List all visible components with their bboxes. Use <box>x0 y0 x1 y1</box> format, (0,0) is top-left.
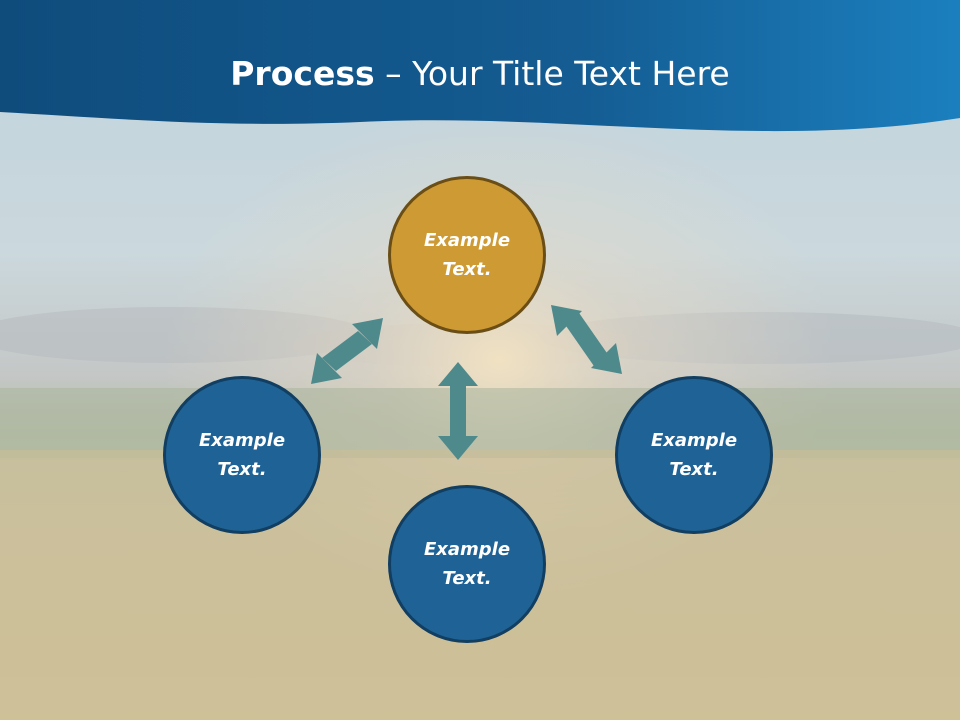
title-rest-text: – Your Title Text Here <box>374 54 730 93</box>
arrow-center-vertical <box>438 362 478 460</box>
node-top: Example Text. <box>388 176 546 334</box>
node-right-label: Example Text. <box>650 430 738 480</box>
node-bottom-label: Example Text. <box>423 539 511 589</box>
node-left: Example Text. <box>163 376 321 534</box>
arrow-top-left <box>311 318 383 384</box>
node-bottom: Example Text. <box>388 485 546 643</box>
node-right: Example Text. <box>615 376 773 534</box>
title-bold-text: Process <box>230 54 375 93</box>
node-top-label: Example Text. <box>423 230 511 280</box>
arrow-top-right <box>551 305 622 374</box>
page-title: Process – Your Title Text Here <box>0 52 960 96</box>
node-left-label: Example Text. <box>198 430 286 480</box>
